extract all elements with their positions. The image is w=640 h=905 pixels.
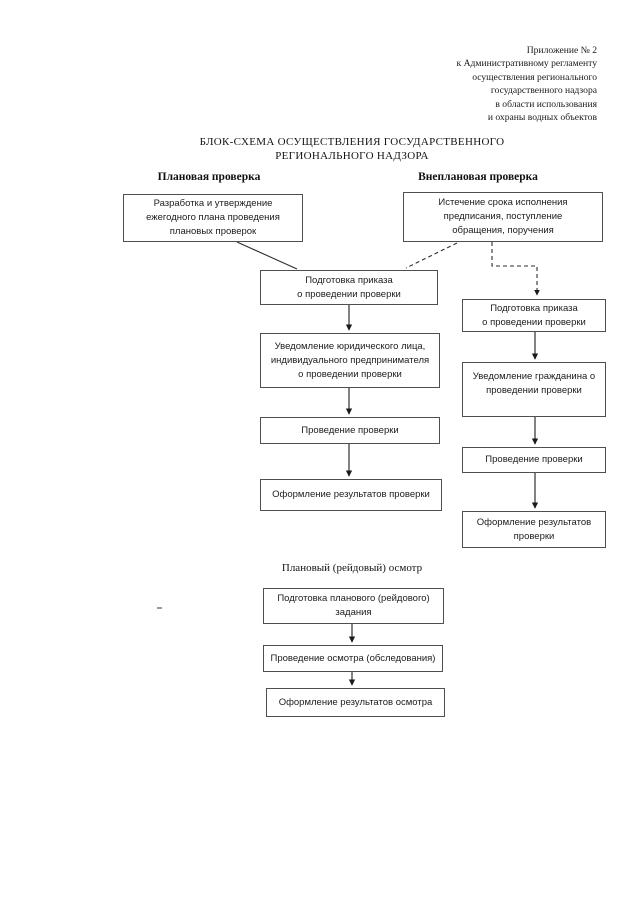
- flow-box-results-center: Оформление результатов проверки: [260, 479, 442, 511]
- flow-box-conduct-right: Проведение проверки: [462, 447, 606, 473]
- flow-box-order-center: Подготовка приказа о проведении проверки: [260, 270, 438, 305]
- flow-box-conduct-center: Проведение проверки: [260, 417, 440, 444]
- box-line: задания: [335, 607, 372, 618]
- column-header-unplanned: Внеплановая проверка: [418, 171, 538, 183]
- box-line: о проведении проверки: [482, 316, 586, 328]
- flow-box-results-right: Оформление результатов проверки: [462, 511, 606, 548]
- appendix-line: осуществления регионального: [472, 71, 597, 83]
- page-title: БЛОК-СХЕМА ОСУЩЕСТВЛЕНИЯ ГОСУДАРСТВЕННОГ…: [110, 136, 594, 163]
- appendix-line: Приложение № 2: [526, 45, 597, 56]
- box-line: Подготовка приказа: [490, 302, 578, 314]
- appendix-line: государственного надзора: [490, 85, 597, 97]
- flow-box-notify-legal: Уведомление юридического лица, индивидуа…: [260, 333, 440, 388]
- flow-box-notify-citizen: Уведомление гражданина о проведении пров…: [462, 362, 606, 417]
- box-line: Разработка и утверждение: [153, 198, 273, 209]
- box-line: проведении проверки: [486, 385, 582, 396]
- box-line: Подготовка планового (рейдового): [277, 593, 430, 604]
- flow-box-raid-conduct: Проведение осмотра (обследования): [263, 645, 443, 672]
- appendix-reference: Приложение № 2 к Административному регла…: [457, 44, 597, 124]
- box-line: обращения, поручения: [452, 225, 554, 236]
- appendix-line: в области использования: [495, 98, 597, 110]
- section-header-raid: Плановый (рейдовый) осмотр: [281, 562, 423, 574]
- flow-box-raid-results: Оформление результатов осмотра: [266, 688, 445, 717]
- box-line: Оформление результатов проверки: [272, 489, 430, 500]
- box-line: Оформление результатов: [476, 516, 592, 528]
- flow-box-plan-develop: Разработка и утверждение ежегодного план…: [123, 194, 303, 242]
- box-line: Проведение проверки: [301, 424, 399, 436]
- flow-box-order-right: Подготовка приказа о проведении проверки: [462, 299, 606, 332]
- box-line: предписания, поступление: [443, 211, 563, 222]
- box-line: Уведомление юридического лица,: [274, 340, 426, 352]
- box-line: Уведомление гражданина о: [472, 371, 596, 382]
- box-line: о проведении проверки: [298, 368, 402, 380]
- box-line: Проведение осмотра (обследования): [270, 652, 436, 664]
- connector-unplanned-to-center-order: [405, 242, 458, 269]
- page-title-line1: БЛОК-СХЕМА ОСУЩЕСТВЛЕНИЯ ГОСУДАРСТВЕННОГ…: [199, 136, 505, 148]
- scan-artifact-mark: [157, 607, 162, 609]
- connector-unplanned-to-right-order: [491, 242, 540, 296]
- box-line: Подготовка приказа: [305, 274, 393, 286]
- box-line: плановых проверок: [169, 226, 257, 237]
- box-line: о проведении проверки: [297, 288, 401, 300]
- box-line: Проведение проверки: [485, 454, 583, 465]
- appendix-line: и охраны водных объектов: [487, 112, 597, 124]
- box-line: ежегодного плана проведения: [146, 212, 280, 223]
- box-line: проверки: [513, 530, 555, 542]
- column-header-planned: Плановая проверка: [157, 171, 261, 183]
- box-line: Истечение срока исполнения: [438, 197, 568, 208]
- flow-box-unplanned-trigger: Истечение срока исполнения предписания, …: [403, 192, 603, 242]
- box-line: индивидуального предпринимателя: [270, 354, 430, 366]
- page-title-line2: РЕГИОНАЛЬНОГО НАДЗОРА: [275, 149, 429, 162]
- appendix-line: к Административному регламенту: [456, 58, 597, 70]
- box-line: Оформление результатов осмотра: [278, 696, 433, 708]
- connector-planned-to-order: [236, 241, 298, 270]
- flow-box-raid-task: Подготовка планового (рейдового) задания: [263, 588, 444, 624]
